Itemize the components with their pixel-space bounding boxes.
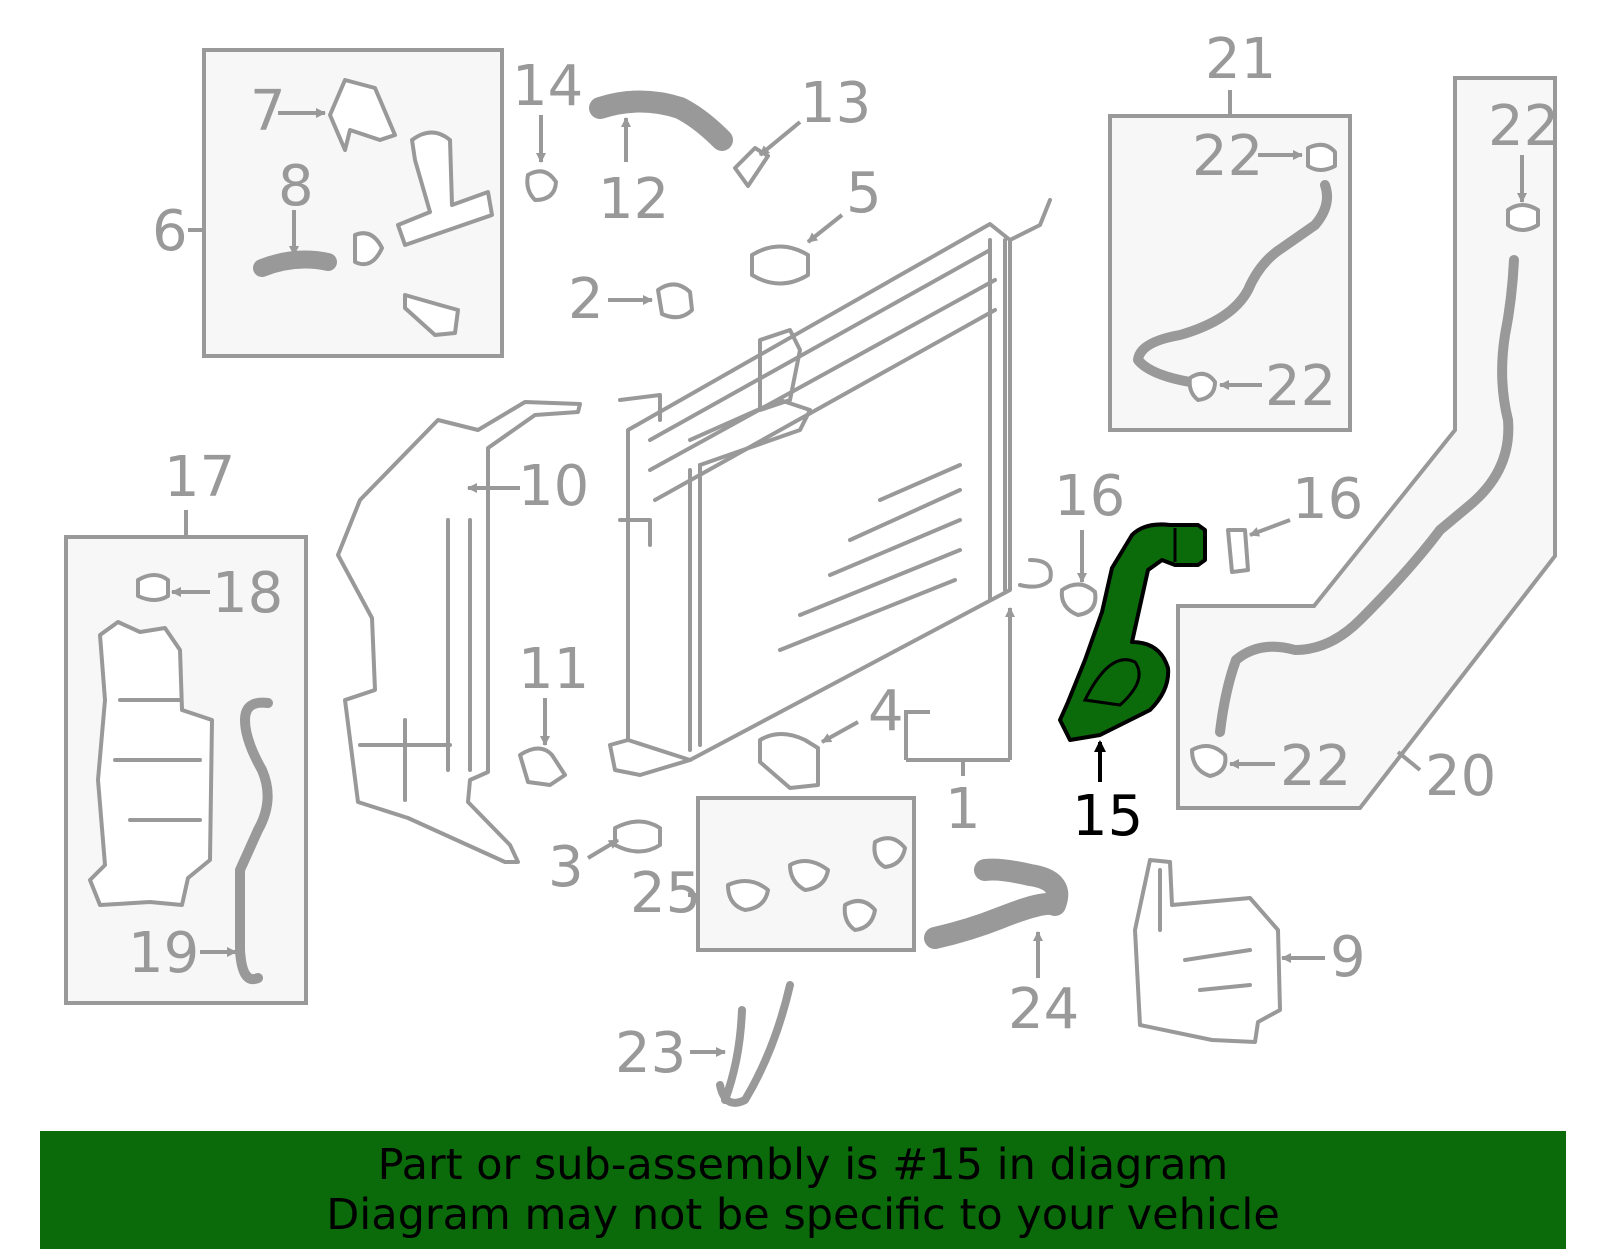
part-21-hose (1133, 180, 1332, 387)
callout-22c: 22 (1488, 94, 1559, 159)
info-banner: Part or sub-assembly is #15 in diagram D… (40, 1131, 1566, 1249)
callout-22a: 22 (1192, 124, 1263, 189)
leader-1 (904, 608, 1010, 776)
part-9-deflector (1133, 858, 1282, 1044)
callout-24: 24 (1008, 977, 1079, 1042)
part-25-clamp-d (872, 836, 907, 869)
leader-16b (1249, 518, 1291, 537)
callout-15: 15 (1072, 784, 1143, 849)
callout-22b: 22 (1265, 354, 1336, 419)
part-14-clamp (525, 169, 558, 202)
part-25-clamp-b (788, 859, 830, 892)
part-22b-clamp (1187, 371, 1217, 402)
callout-5: 5 (846, 161, 882, 226)
callout-16a: 16 (1054, 464, 1125, 529)
part-5-cap (750, 244, 810, 286)
callout-18: 18 (212, 561, 283, 626)
part-25-clamp-a (726, 879, 770, 912)
banner-line-1: Part or sub-assembly is #15 in diagram (377, 1140, 1229, 1190)
part-19-hose (235, 697, 273, 985)
part-15-lower-hose (1058, 522, 1207, 742)
callout-19: 19 (128, 921, 199, 986)
callout-21: 21 (1205, 27, 1276, 92)
callout-8: 8 (278, 154, 314, 219)
leader-5 (806, 213, 844, 244)
part-6-bolt (403, 293, 460, 337)
callout-11: 11 (518, 637, 589, 702)
part-13-clamp (733, 146, 770, 188)
part-23-hose (716, 981, 794, 1107)
callout-16b: 16 (1292, 467, 1363, 532)
part-11-clip (518, 746, 567, 787)
callout-17: 17 (164, 445, 235, 510)
part-2-plug (656, 282, 694, 320)
callout-13: 13 (800, 71, 871, 136)
part-24-hose (924, 858, 1069, 949)
part-22a-clamp (1306, 142, 1337, 172)
part-22c-clamp (1506, 203, 1540, 232)
radiator (608, 198, 1053, 777)
callout-3: 3 (548, 835, 584, 900)
leader-13 (758, 120, 802, 157)
part-7-bracket (328, 78, 397, 152)
callout-1: 1 (945, 777, 981, 842)
callout-23: 23 (615, 1021, 686, 1086)
callout-7: 7 (250, 79, 286, 144)
callout-12: 12 (598, 167, 669, 232)
banner-line-2: Diagram may not be specific to your vehi… (326, 1190, 1280, 1240)
part-8-hose (253, 250, 337, 277)
callout-9: 9 (1330, 925, 1366, 990)
part-16b-clip (1226, 528, 1250, 574)
part-22d-clamp (1190, 744, 1228, 778)
callout-10: 10 (518, 454, 589, 519)
part-18-cap (136, 573, 170, 602)
part-6-clamp (353, 231, 384, 267)
part-17-reservoir (88, 620, 214, 907)
callout-14: 14 (512, 54, 583, 119)
part-20-tube (1215, 255, 1519, 737)
leader-3 (586, 838, 620, 860)
box-20 (1176, 76, 1557, 810)
part-3-grommet (613, 819, 662, 854)
callout-22d: 22 (1280, 734, 1351, 799)
callout-2: 2 (568, 267, 604, 332)
callout-25: 25 (630, 861, 701, 926)
part-12-hose (589, 90, 733, 151)
part-25-clamp-c (842, 899, 877, 932)
callout-20: 20 (1425, 744, 1496, 809)
part-4-sensor (758, 732, 820, 790)
callout-6: 6 (152, 199, 188, 264)
part-16a-clamp (1059, 582, 1098, 617)
leader-20 (1396, 750, 1422, 772)
leader-4 (821, 720, 859, 744)
part-6-outlet (396, 130, 494, 247)
callout-4: 4 (868, 679, 904, 744)
